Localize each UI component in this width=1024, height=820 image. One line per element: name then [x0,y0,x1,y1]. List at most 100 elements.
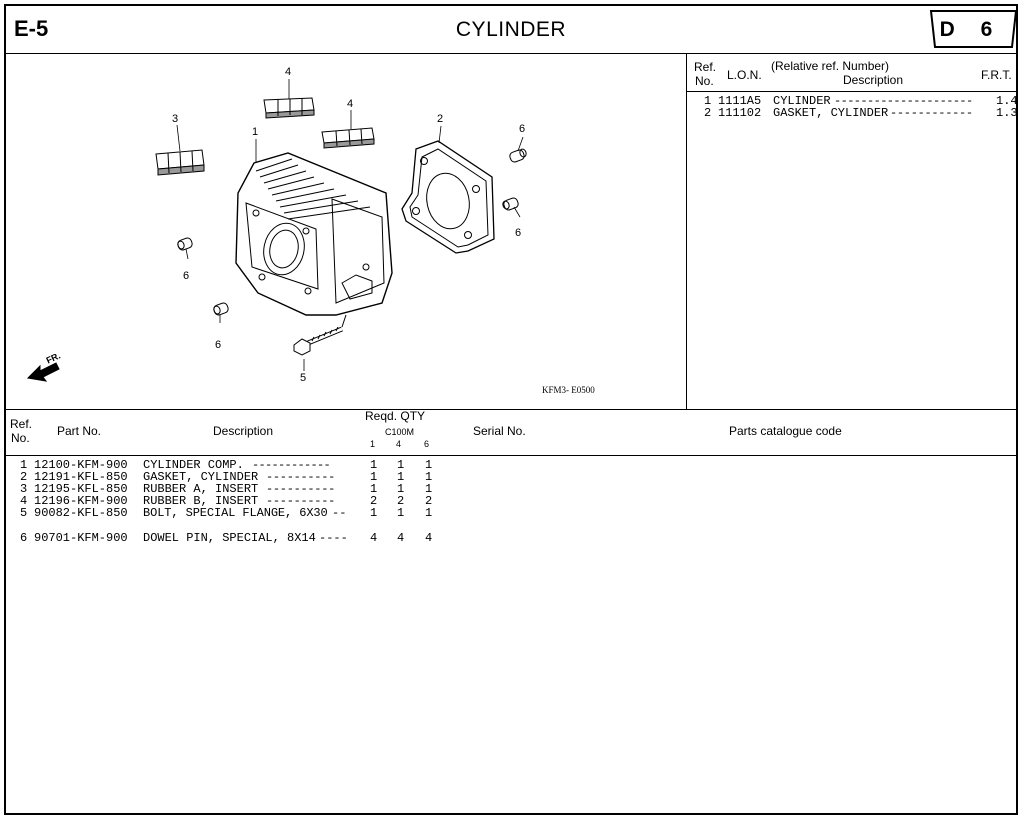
ref-number: 2 [704,106,712,120]
dowel-pin [509,148,527,163]
row-part-no: 90082-KFL-850 [34,506,128,520]
row-qty: 2 [397,494,405,508]
leader-dots: ---- [319,531,348,545]
qty-col-1: 1 [370,439,376,449]
callout-3: 3 [172,113,179,125]
row-qty: 1 [425,458,433,472]
col-model: C100M [385,427,415,437]
dowel-pin [213,302,229,316]
flange-bolt [293,314,347,356]
ref-header-rule [687,91,1016,92]
row-ref: 1 [20,458,28,472]
panel-divider [686,53,687,409]
page-title: CYLINDER [455,18,567,41]
front-arrow-icon [26,362,60,382]
badge-label: D 6 [939,18,1003,41]
row-ref: 3 [20,482,28,496]
row-description: CYLINDER COMP. [143,458,244,472]
callout-6: 6 [215,339,222,351]
section-divider [6,409,1016,410]
row-qty: 1 [397,470,405,484]
ref-col-lon: L.O.N. [727,68,762,82]
leader-dots: ---------- [266,470,336,484]
row-qty: 1 [425,482,433,496]
ref-col-relative: (Relative ref. Number) [771,59,890,73]
rubber-b-insert [263,97,315,119]
col-serial-no: Serial No. [473,424,526,438]
cylinder-block [235,152,393,316]
row-description: RUBBER B, INSERT [143,494,259,508]
row-description: GASKET, CYLINDER [143,470,259,484]
frt-value: 1.3 [996,106,1018,120]
row-description: BOLT, SPECIAL FLANGE, 6X30 [143,506,328,520]
leader-dots: ---------- [266,494,336,508]
row-description: RUBBER A, INSERT [143,482,259,496]
cylinder-diagram [26,79,527,382]
cylinder-gasket [401,140,495,254]
table-header-rule [6,455,1016,456]
figure-code: KFM3- E0500 [542,385,595,395]
callout-2: 2 [437,113,444,125]
page-frame: E-5 CYLINDER D 6 [4,4,1018,815]
row-qty: 4 [370,531,378,545]
row-ref: 2 [20,470,28,484]
exploded-diagram: 4 4 3 1 2 6 6 6 6 5 FR. KFM3- E0500 [6,53,686,409]
qty-col-6: 6 [424,439,430,449]
ref-description: CYLINDER [773,94,831,108]
row-part-no: 12100-KFM-900 [34,458,128,472]
ref-description: GASKET, CYLINDER [773,106,889,120]
callout-6: 6 [515,227,522,239]
col-no: No. [11,431,30,445]
lon-code: 111102 [718,106,762,120]
ref-col-description: Description [843,73,904,87]
leader-dots: ---------- [266,482,336,496]
page-header: E-5 CYLINDER D 6 [6,6,1018,54]
row-qty: 4 [397,531,405,545]
col-description: Description [213,424,274,438]
ref-number: 1 [704,94,712,108]
group-badge: D 6 [928,9,1020,49]
callout-1: 1 [252,126,259,138]
row-qty: 1 [370,482,378,496]
leader-lines [176,79,524,371]
row-qty: 2 [370,494,378,508]
row-qty: 2 [425,494,433,508]
row-ref: 6 [20,531,28,545]
row-qty: 1 [370,458,378,472]
row-qty: 1 [397,482,405,496]
row-qty: 1 [370,470,378,484]
col-reqd-qty: Reqd. QTY [365,409,426,423]
leader-dots: ------------ [252,458,331,472]
frt-value: 1.4 [996,94,1018,108]
row-part-no: 90701-KFM-900 [34,531,128,545]
section-code: E-5 [14,16,49,41]
row-description: DOWEL PIN, SPECIAL, 8X14 [143,531,316,545]
dowel-pin [502,197,519,211]
dowel-pin [177,237,193,251]
callout-4: 4 [285,66,292,78]
ref-col-no: No. [695,74,714,88]
row-qty: 1 [370,506,378,520]
leader-dots: ------------ [890,106,973,120]
row-qty: 1 [425,470,433,484]
leader-dots: --------------------- [834,94,973,108]
col-part-no: Part No. [57,424,102,438]
callout-4: 4 [347,98,354,110]
ref-col-frt: F.R.T. [981,68,1012,82]
row-qty: 1 [425,506,433,520]
row-qty: 4 [425,531,433,545]
col-ref: Ref. [10,417,33,431]
row-part-no: 12191-KFL-850 [34,470,128,484]
lon-code: 1111A5 [718,94,762,108]
row-ref: 5 [20,506,28,520]
rubber-a-insert [155,149,205,176]
row-qty: 1 [397,506,405,520]
rubber-b-insert [321,127,375,149]
row-qty: 1 [397,458,405,472]
callout-6: 6 [183,270,190,282]
row-ref: 4 [20,494,28,508]
callout-5: 5 [300,372,307,384]
qty-col-4: 4 [396,439,402,449]
leader-dots: -- [332,506,347,520]
callout-6: 6 [519,123,526,135]
